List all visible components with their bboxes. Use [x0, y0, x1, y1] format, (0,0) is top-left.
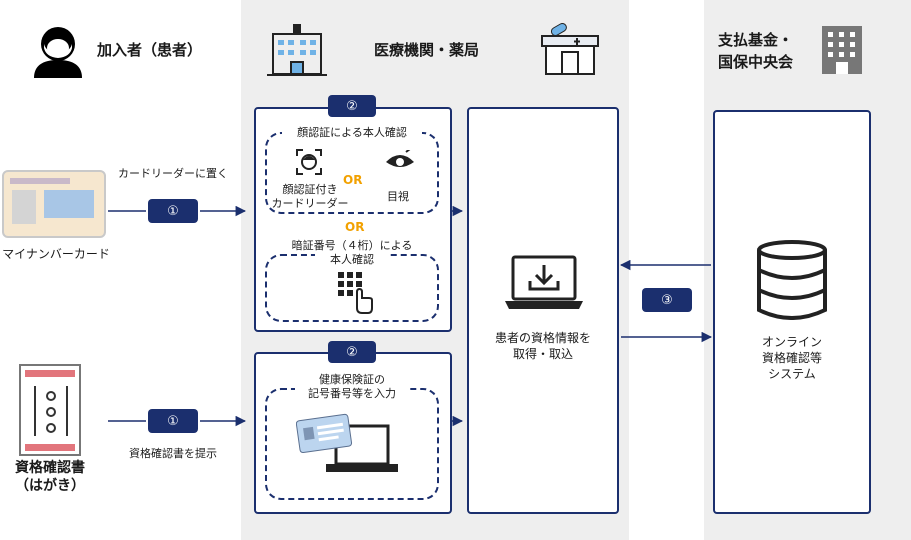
system-line2: 資格確認等: [761, 351, 822, 365]
face-reader-line1: 顔認証付き: [282, 183, 338, 196]
insurance-line2: 記号番号等を入力: [295, 387, 409, 401]
person-icon: [34, 27, 82, 78]
visual-label: 目視: [387, 190, 409, 203]
mynumber-card: [2, 170, 106, 238]
or-label-2: OR: [345, 220, 365, 234]
system-line1: オンライン: [761, 335, 822, 349]
pin-line1: 暗証番号（４桁）による: [280, 239, 424, 253]
postcard-red-bottom: [25, 444, 75, 451]
obtain-line1: 患者の資格情報を: [494, 331, 591, 345]
hospital-icon: [267, 24, 327, 76]
office-building-icon: [822, 26, 862, 74]
step-two-badge-bottom: ②: [328, 341, 376, 363]
system-panel: [713, 110, 871, 514]
face-reader-icon: [296, 149, 322, 175]
obtain-panel: [467, 107, 619, 514]
obtain-line2: 取得・取込: [512, 347, 573, 361]
keypad-icon: [338, 272, 373, 314]
card-header-stripe: [10, 178, 70, 184]
pin-line2: 本人確認: [315, 253, 389, 267]
card-photo: [12, 190, 36, 224]
or-label-1: OR: [343, 173, 363, 187]
database-icon: [757, 240, 827, 320]
patient-title: 加入者（患者）: [97, 41, 203, 59]
download-laptop-icon: [505, 255, 583, 309]
fund-title-line1: 支払基金・: [718, 31, 794, 49]
mynumber-action: カードリーダーに置く: [118, 167, 228, 180]
postcard-action: 資格確認書を提示: [129, 447, 217, 460]
face-verify-box: [265, 132, 439, 214]
card-chip: [44, 190, 94, 218]
face-reader-line2: カードリーダー: [271, 197, 349, 210]
mynumber-label: マイナンバーカード: [2, 247, 110, 261]
insurance-line1: 健康保険証の: [295, 373, 409, 387]
facility-title: 医療機関・薬局: [374, 41, 480, 59]
step-one-badge-bottom: ①: [148, 409, 198, 433]
postcard-marks: [34, 386, 68, 436]
system-line3: システム: [768, 367, 816, 381]
postcard-label-line1: 資格確認書: [15, 460, 85, 476]
eye-icon: [386, 150, 414, 167]
fund-title-line2: 国保中央会: [718, 53, 794, 71]
postcard-red-top: [25, 370, 75, 377]
card-and-laptop-icon: [296, 413, 398, 472]
pharmacy-icon: [541, 22, 599, 75]
step-two-badge-top: ②: [328, 95, 376, 117]
face-verify-title: 顔認証による本人確認: [282, 126, 422, 140]
postcard: [19, 364, 81, 456]
step-three-badge: ③: [642, 288, 692, 312]
step-one-badge-top: ①: [148, 199, 198, 223]
postcard-label-line2: （はがき）: [15, 478, 85, 494]
